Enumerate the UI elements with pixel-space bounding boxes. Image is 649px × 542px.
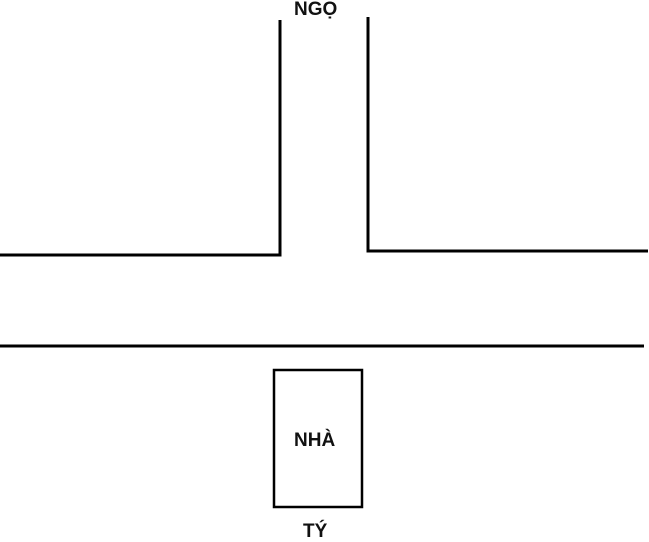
direction-label-top: NGỌ	[294, 0, 338, 20]
house-label: NHÀ	[294, 430, 336, 451]
direction-label-bottom: TÝ	[303, 521, 328, 542]
house-box	[272, 368, 364, 509]
road-edge-left	[0, 20, 282, 257]
road-edge-right	[366, 17, 648, 253]
